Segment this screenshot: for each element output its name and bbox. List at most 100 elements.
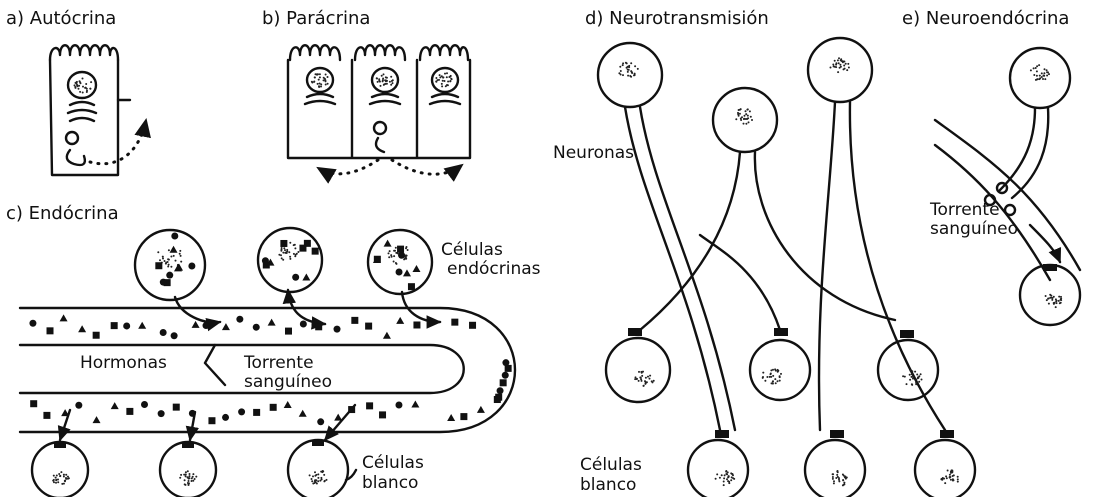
golgi bbox=[68, 102, 96, 121]
nucleus-speck bbox=[627, 66, 629, 68]
nucleus-speck bbox=[762, 372, 764, 374]
nucleus-speck bbox=[745, 113, 747, 115]
hormone-particle bbox=[262, 257, 269, 264]
vesicle bbox=[1005, 205, 1015, 215]
nucleus-speck bbox=[619, 66, 621, 68]
nucleus-speck bbox=[748, 121, 750, 123]
nucleus-speck bbox=[438, 79, 440, 81]
nucleus-speck bbox=[728, 475, 730, 477]
hormone-particle bbox=[141, 401, 148, 408]
axon-branch bbox=[700, 235, 780, 330]
nucleus-speck bbox=[446, 72, 448, 74]
label-target-cells-1: Células bbox=[362, 453, 424, 473]
nucleus-speck bbox=[834, 60, 836, 62]
nucleus-speck bbox=[280, 250, 282, 252]
nucleus-speck bbox=[185, 471, 187, 473]
nucleus-speck bbox=[391, 256, 393, 258]
paracrine-arrow-left bbox=[318, 160, 378, 174]
receptor bbox=[54, 442, 66, 448]
nucleus-speck bbox=[407, 249, 409, 251]
nucleus-speck bbox=[842, 474, 844, 476]
nucleus-speck bbox=[728, 481, 730, 483]
hormone-particle bbox=[500, 379, 507, 386]
hormone-particle bbox=[396, 268, 403, 275]
neuron-1 bbox=[598, 43, 662, 107]
nucleus-speck bbox=[622, 64, 624, 66]
nucleus-speck bbox=[627, 75, 629, 77]
hormone-particle bbox=[299, 410, 307, 417]
nucleus-speck bbox=[909, 370, 911, 372]
nucleus-speck bbox=[324, 79, 326, 81]
panel-paracrine bbox=[288, 45, 470, 174]
nucleus-speck bbox=[381, 75, 383, 77]
nucleus-speck bbox=[638, 380, 640, 382]
nucleus-speck bbox=[957, 478, 959, 480]
label-bloodstream-e-1: Torrente bbox=[929, 200, 1000, 220]
nucleus-speck bbox=[1056, 300, 1058, 302]
nucleus-speck bbox=[1042, 78, 1044, 80]
nucleus-speck bbox=[60, 471, 62, 473]
nucleus-speck bbox=[159, 259, 161, 261]
hormone-particle bbox=[315, 323, 322, 330]
nucleus-speck bbox=[435, 77, 437, 79]
nucleus-speck bbox=[640, 371, 642, 373]
nucleus-speck bbox=[53, 481, 55, 483]
hormone-particle bbox=[366, 402, 373, 409]
axon-3b bbox=[850, 102, 945, 430]
hormone-particle bbox=[175, 264, 183, 271]
hormone-particle bbox=[253, 409, 260, 416]
hormone-particle bbox=[43, 412, 50, 419]
nucleus-speck bbox=[383, 73, 385, 75]
nucleus-speck bbox=[76, 81, 78, 83]
nucleus-speck bbox=[180, 261, 182, 263]
nucleus-speck bbox=[327, 83, 329, 85]
microvilli-center bbox=[355, 45, 405, 60]
axon-3a bbox=[819, 102, 835, 430]
hormone-particle bbox=[383, 332, 391, 339]
hormone-particle bbox=[29, 320, 36, 327]
nucleus-speck bbox=[832, 64, 834, 66]
nucleus-speck bbox=[772, 383, 774, 385]
nucleus-speck bbox=[58, 473, 60, 475]
hormone-particle bbox=[203, 322, 210, 329]
hormone-particle bbox=[299, 245, 306, 252]
nucleus-speck bbox=[78, 88, 80, 90]
nucleus-speck bbox=[317, 473, 319, 475]
nucleus-speck bbox=[76, 83, 78, 85]
nucleus-speck bbox=[1037, 78, 1039, 80]
nucleus-speck bbox=[195, 476, 197, 478]
panel-endocrine: Células endócrinas Hormonas Torrente san… bbox=[20, 228, 541, 497]
hormone-particle bbox=[312, 248, 319, 255]
nucleus-speck bbox=[775, 382, 777, 384]
nucleus-speck bbox=[943, 478, 945, 480]
nucleus-speck bbox=[309, 474, 311, 476]
nucleus-speck bbox=[774, 378, 776, 380]
nucleus-speck bbox=[651, 380, 653, 382]
target-neuron-cell-6 bbox=[915, 440, 975, 497]
nucleus-speck bbox=[914, 371, 916, 373]
hormone-particle bbox=[408, 283, 415, 290]
nucleus-speck bbox=[405, 258, 407, 260]
nucleus-speck bbox=[393, 261, 395, 263]
hormone-particle bbox=[396, 317, 404, 324]
nucleus-speck bbox=[1033, 74, 1035, 76]
nucleus-speck bbox=[293, 244, 295, 246]
nucleus-speck bbox=[834, 66, 836, 68]
nucleus-speck bbox=[730, 479, 732, 481]
nucleus-speck bbox=[317, 477, 319, 479]
nucleus-speck bbox=[1052, 297, 1054, 299]
nucleus-speck bbox=[719, 477, 721, 479]
nucleus-speck bbox=[916, 382, 918, 384]
title-neurotransmission: d) Neurotransmisión bbox=[585, 8, 769, 29]
paracrine-arrow-right bbox=[392, 160, 462, 174]
nucleus-speck bbox=[389, 250, 391, 252]
nucleus-speck bbox=[90, 81, 92, 83]
nucleus-speck bbox=[82, 92, 84, 94]
nucleus-speck bbox=[327, 76, 329, 78]
nucleus-speck bbox=[1039, 77, 1041, 79]
nucleus-right bbox=[432, 68, 458, 92]
hormone-particle bbox=[447, 414, 455, 421]
nucleus-speck bbox=[779, 380, 781, 382]
nucleus-speck bbox=[79, 80, 81, 82]
